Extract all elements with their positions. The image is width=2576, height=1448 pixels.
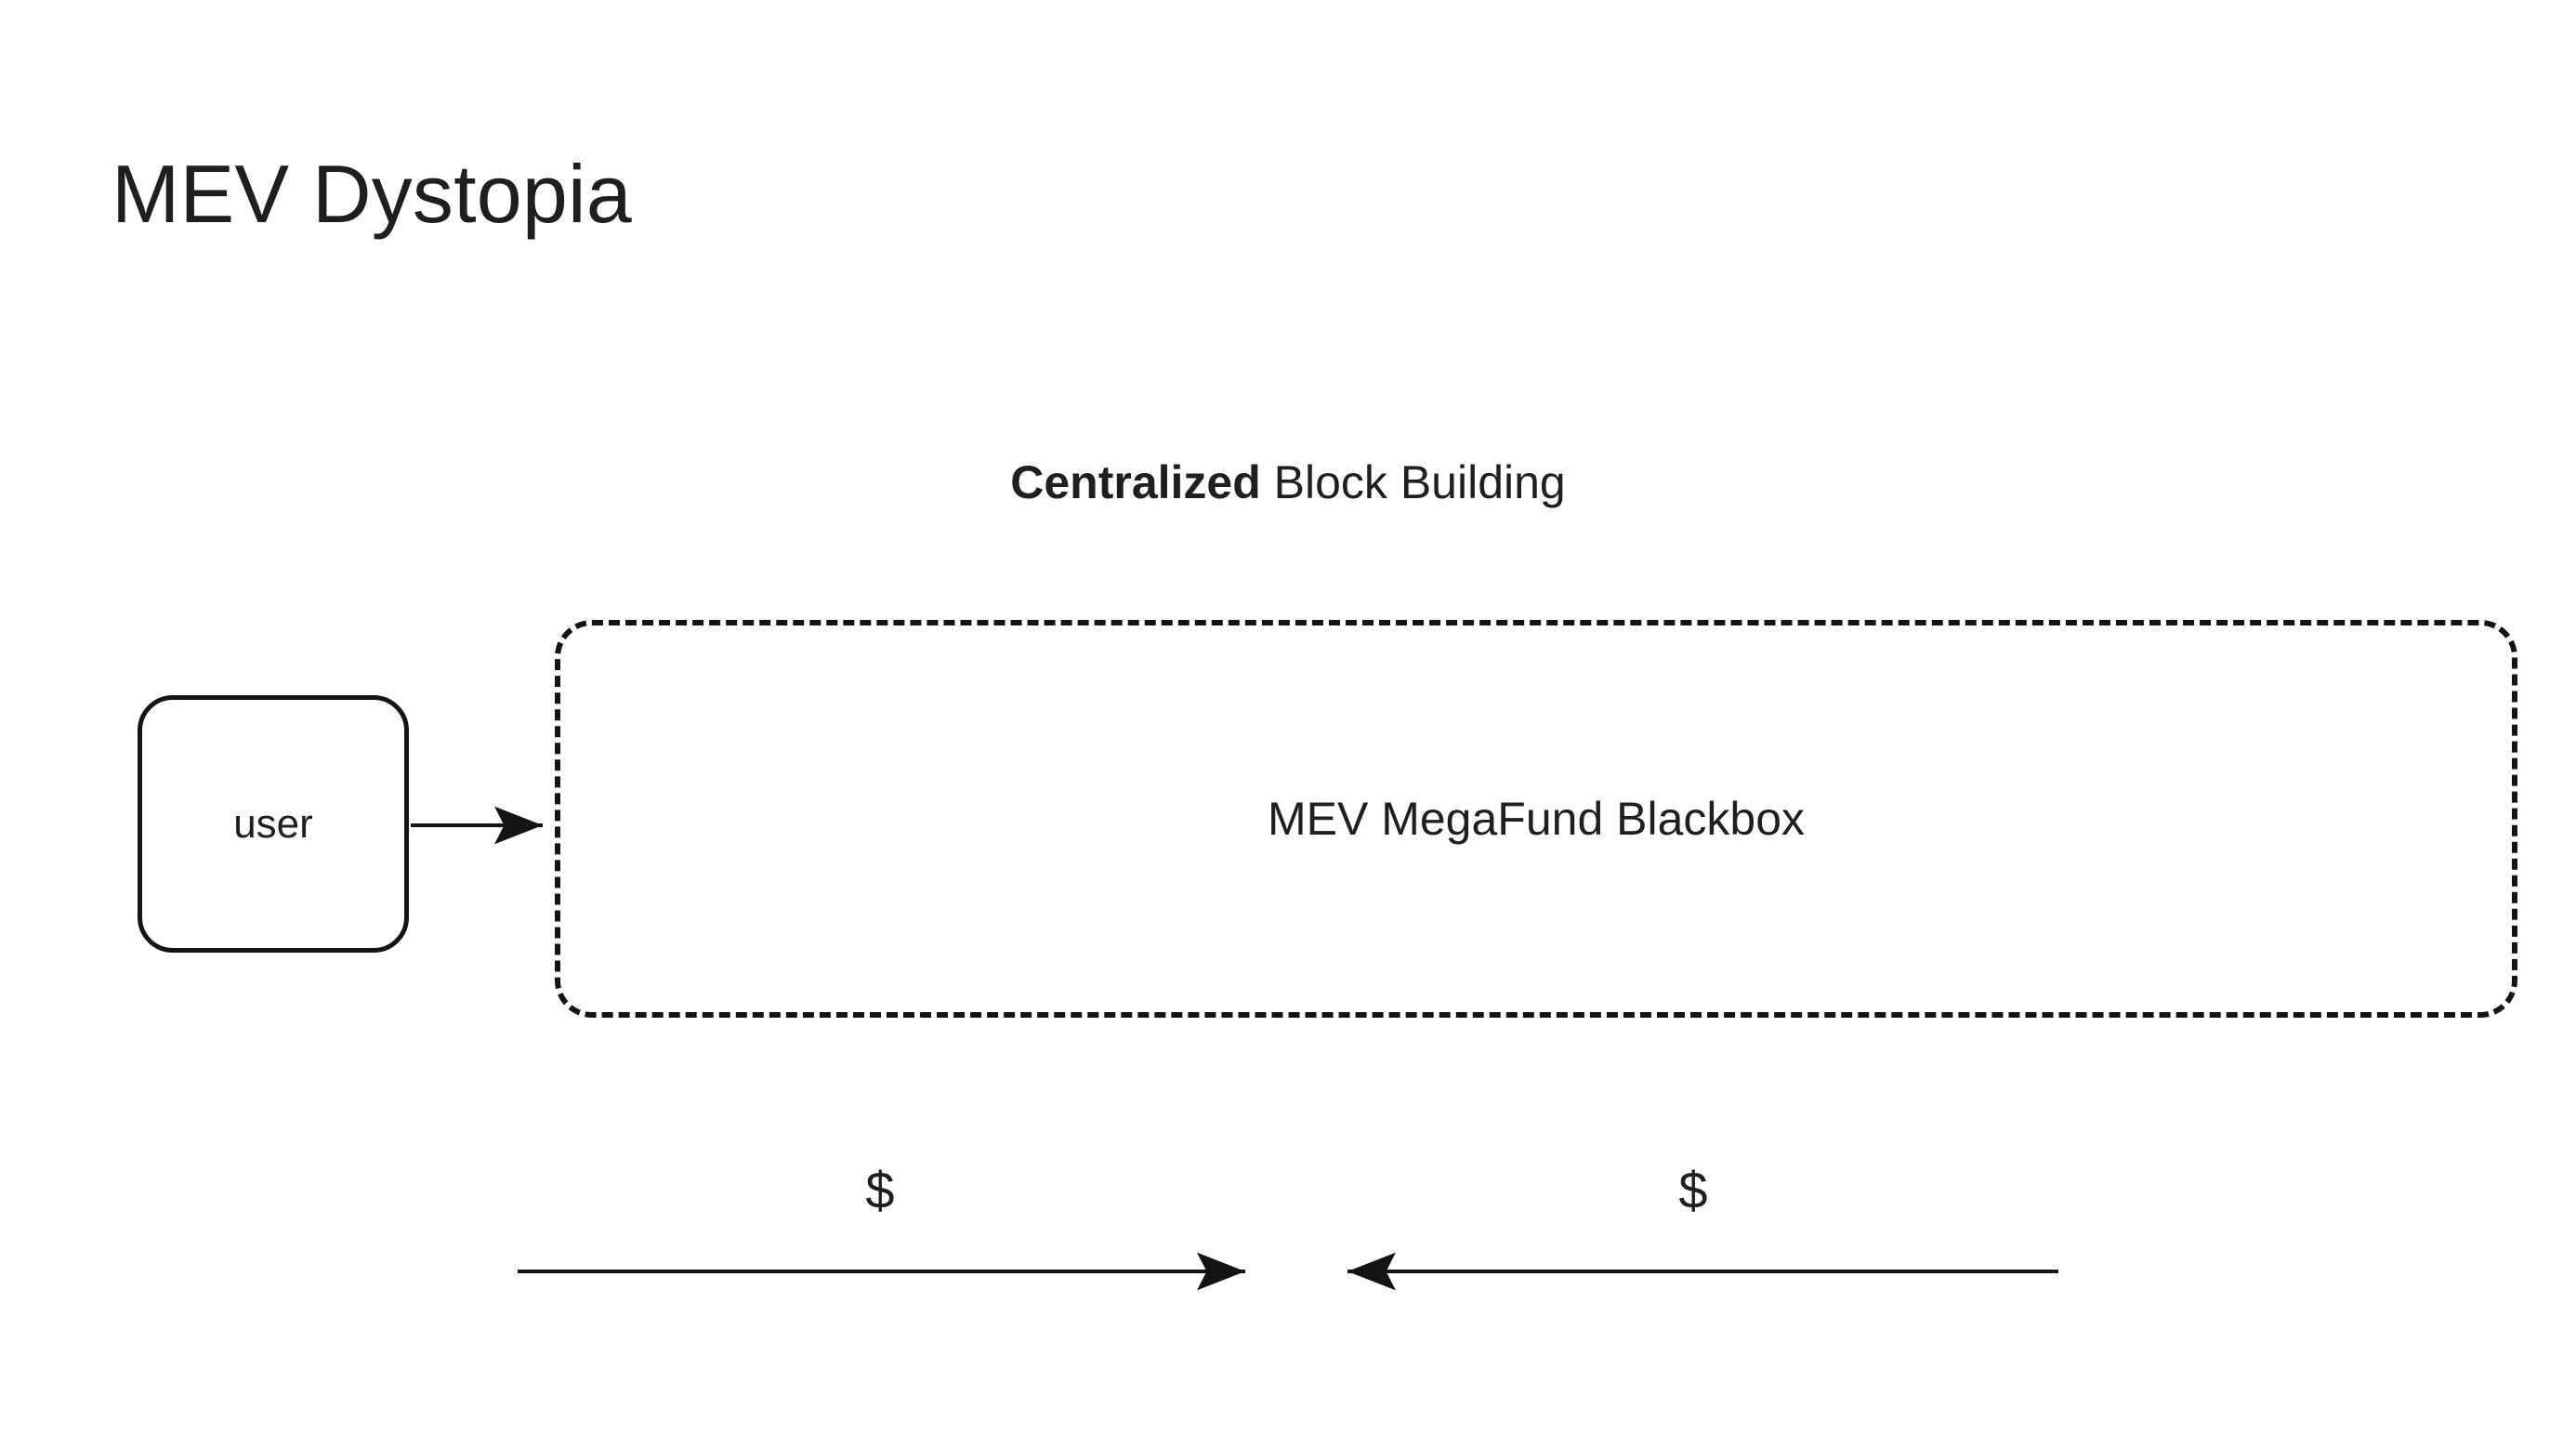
edge-label-money-outflow: $	[865, 1161, 895, 1219]
section-heading: Centralized Block Building	[0, 455, 2576, 509]
diagram-node-user[interactable]: user	[138, 695, 409, 953]
section-heading-rest: Block Building	[1260, 456, 1566, 508]
diagram-node-blackbox[interactable]: MEV MegaFund Blackbox	[555, 620, 2517, 1018]
diagram-node-blackbox-label: MEV MegaFund Blackbox	[1267, 793, 1806, 845]
section-heading-strong: Centralized	[1010, 456, 1261, 508]
page-title: MEV Dystopia	[112, 148, 632, 240]
edge-label-money-inflow: $	[1678, 1161, 1708, 1219]
diagram-node-user-label: user	[233, 800, 313, 847]
